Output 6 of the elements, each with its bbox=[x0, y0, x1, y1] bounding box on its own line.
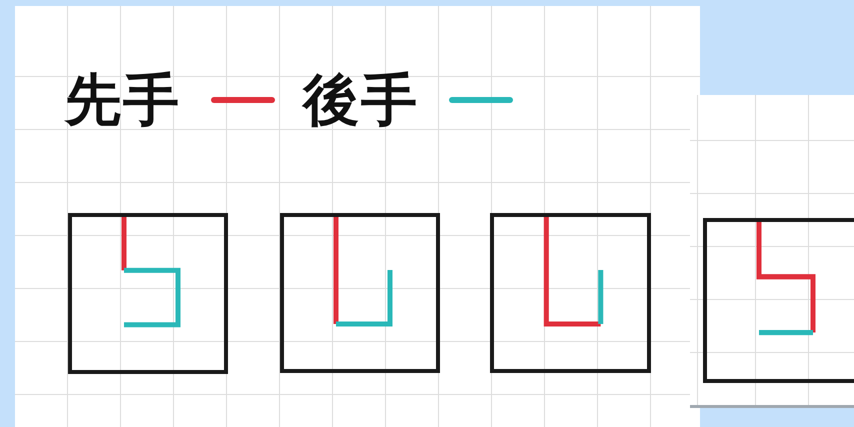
square-box bbox=[490, 213, 651, 373]
legend-label: 先手 bbox=[65, 72, 181, 128]
square-box bbox=[703, 218, 854, 383]
square-box bbox=[280, 213, 440, 373]
square-box bbox=[68, 213, 228, 374]
legend-label: 後手 bbox=[303, 72, 419, 128]
